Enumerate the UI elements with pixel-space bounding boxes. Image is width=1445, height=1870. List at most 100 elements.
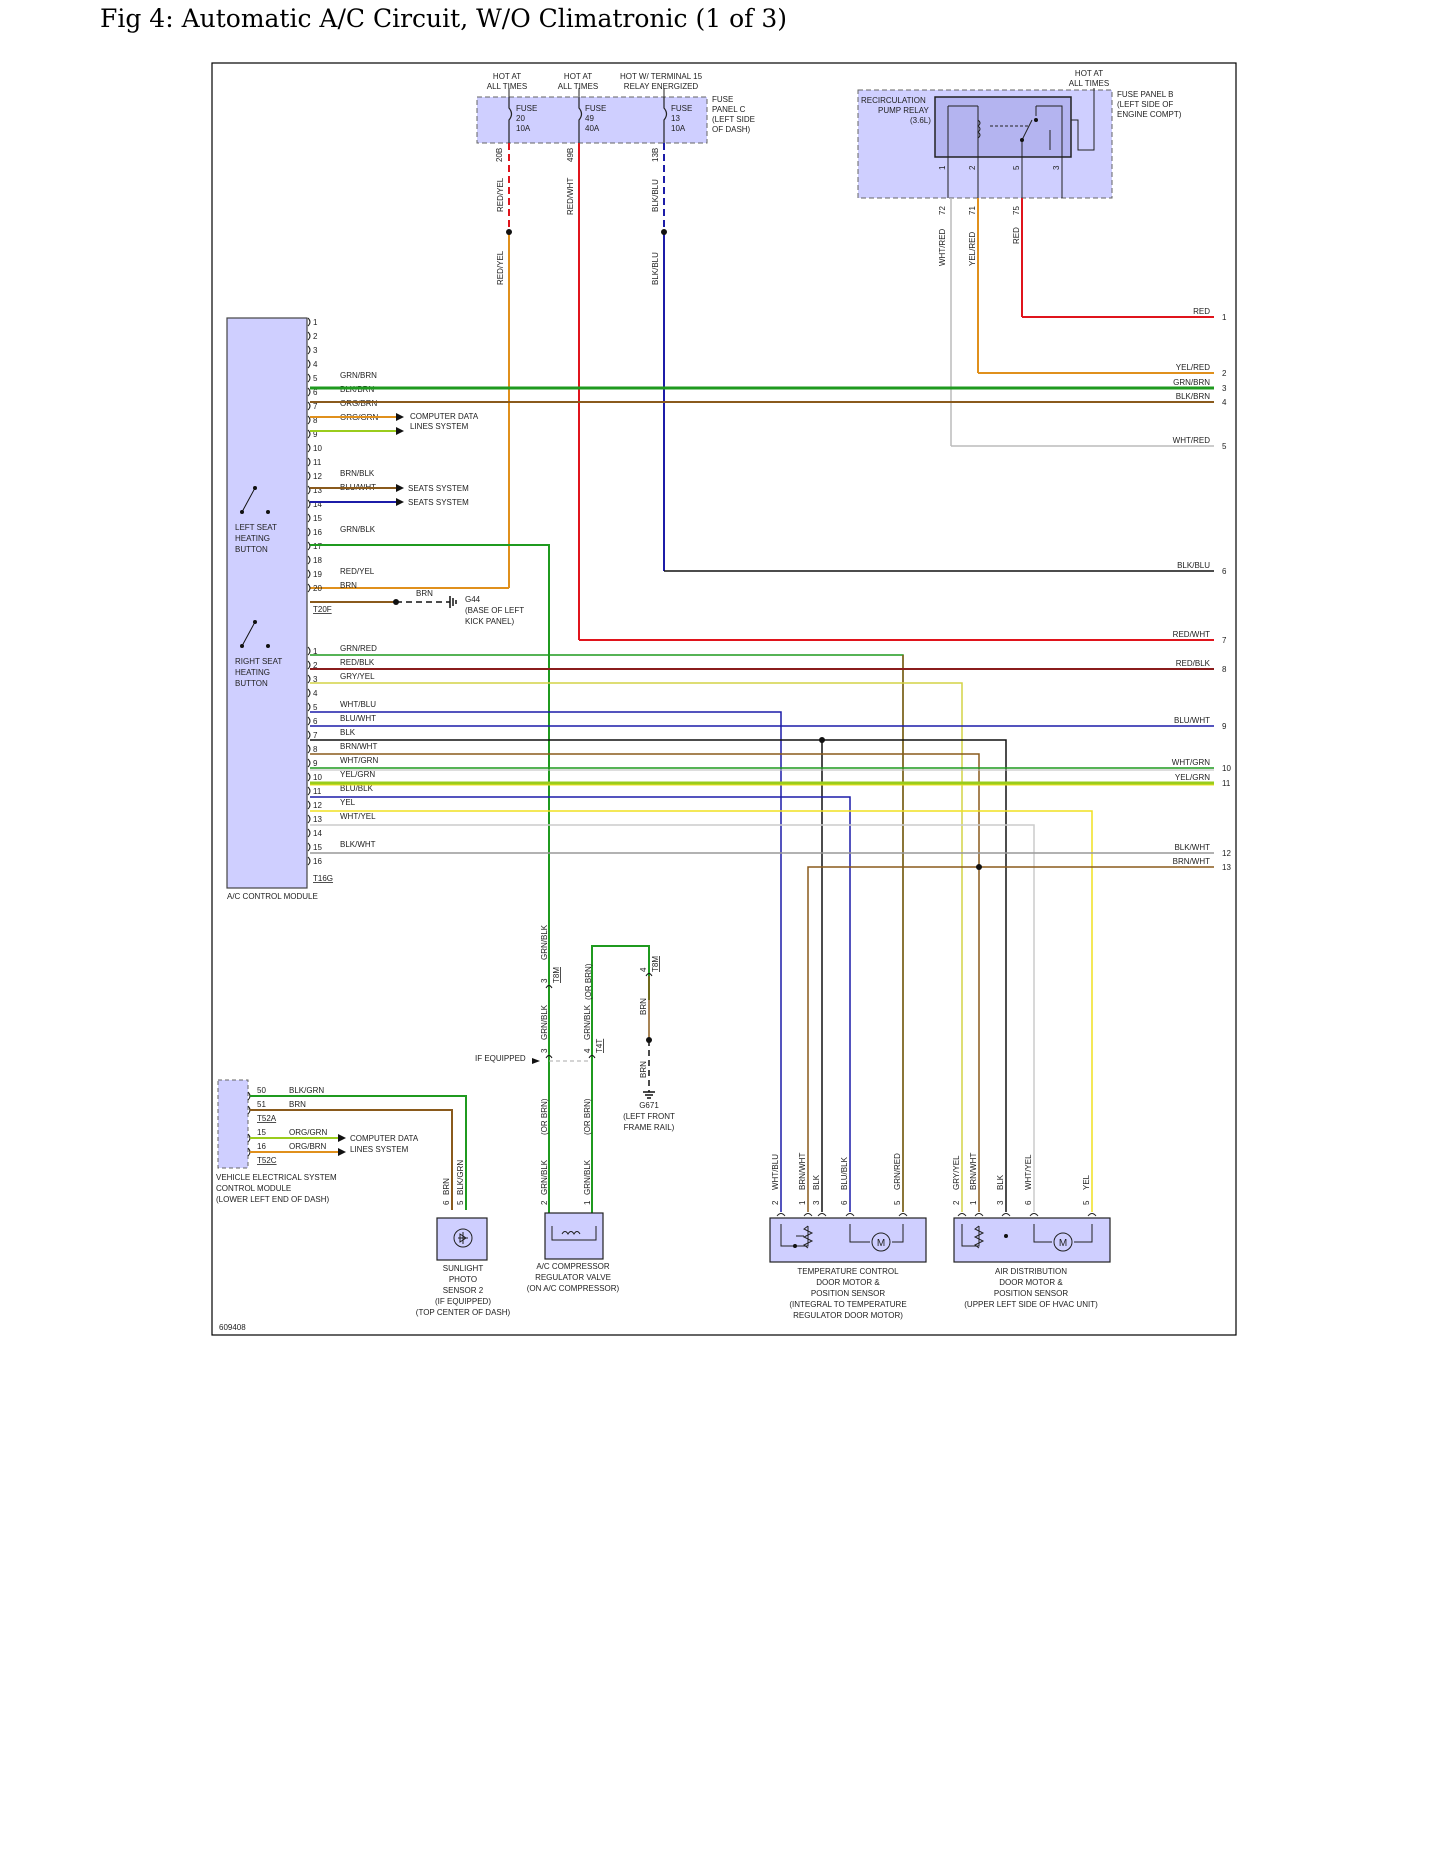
fuse-panel-c-label-3: (LEFT SIDE: [712, 115, 755, 124]
g671-label-2: (LEFT FRONT: [623, 1112, 675, 1121]
motor-pin-number: 5: [1082, 1200, 1091, 1205]
motor-pin-wire: WHT/BLU: [771, 1154, 780, 1190]
vescm-label-3: (LOWER LEFT END OF DASH): [216, 1195, 330, 1204]
splice-dot: [976, 864, 982, 870]
motor-pin-number: 2: [771, 1200, 780, 1205]
offpage-wire-label: RED/WHT: [1173, 630, 1210, 639]
diode-symbol-icon: [458, 1232, 468, 1244]
wire-label-redwht: RED/WHT: [566, 178, 575, 215]
splice-dot: [393, 599, 399, 605]
pin-mark: [307, 730, 311, 740]
wire-label-yelred: YEL/RED: [968, 232, 977, 266]
pin-number: 1: [313, 647, 318, 656]
sunlight-label-5: (TOP CENTER OF DASH): [416, 1308, 511, 1317]
relay-pin-label-1: 1: [938, 165, 947, 170]
switch-arm: [241, 621, 256, 647]
wire-label-blkblu-top: BLK/BLU: [651, 179, 660, 212]
fuse-13-l2: 13: [671, 114, 680, 123]
wire-whtblu: [310, 711, 782, 1212]
wire-brnwht-offpage: [807, 866, 1214, 1212]
temp-label-2: DOOR MOTOR &: [816, 1278, 880, 1287]
pin-number: 9: [313, 759, 318, 768]
wire-label-whtred: WHT/RED: [938, 228, 947, 266]
pin-wire-label: BRN/WHT: [340, 742, 377, 751]
pin-number: 8: [313, 745, 318, 754]
connector-mark: [645, 973, 653, 977]
pin-wire-label: YEL: [340, 798, 356, 807]
splice-dot: [646, 1037, 652, 1043]
page-title: Fig 4: Automatic A/C Circuit, W/O Climat…: [100, 4, 787, 33]
vescm-label-2: CONTROL MODULE: [216, 1184, 291, 1193]
fuse-panel-c-label-4: OF DASH): [712, 125, 751, 134]
splice-dot: [793, 1244, 797, 1248]
pin-number: 2: [313, 661, 318, 670]
offpage-number: 8: [1222, 665, 1227, 674]
offpage-connectors: 1RED2YEL/RED3GRN/BRN4BLK/BRN5WHT/RED6BLK…: [1172, 307, 1232, 872]
pin-mark: [307, 828, 311, 838]
pin-mark: [957, 1213, 967, 1217]
pin-number: 4: [313, 689, 318, 698]
pin-mark: [307, 485, 311, 495]
switch-contact: [266, 644, 270, 648]
motor-pin-number: 3: [812, 1200, 821, 1205]
fuse-49-l3: 40A: [585, 124, 600, 133]
left-seat-heating-button: LEFT SEAT HEATING BUTTON: [235, 486, 277, 554]
temperature-control-door-motor: [769, 1217, 927, 1263]
offpage-number: 5: [1222, 442, 1227, 451]
pin-number: 2: [313, 332, 318, 341]
g44-label-3: KICK PANEL): [465, 617, 515, 626]
offpage-number: 4: [1222, 398, 1227, 407]
valve-wire-1: GRN/BLK: [540, 1159, 549, 1195]
g671-wire-2: BRN: [639, 1061, 648, 1078]
pin-wire-label: GRN/RED: [340, 644, 377, 653]
g44-label-2: (BASE OF LEFT: [465, 606, 524, 615]
offpage-wire-label: WHT/GRN: [1172, 758, 1210, 767]
offpage-wire-label: BLU/WHT: [1174, 716, 1210, 725]
motor-symbol: M: [877, 1238, 885, 1249]
pin-number: 6: [313, 388, 318, 397]
vescm-conn-t52a: T52A: [257, 1114, 277, 1123]
t20f-pin-list: 12345GRN/BRN6BLK/BRN7ORG/BRN8ORG/GRN9101…: [307, 317, 378, 593]
motor-pin-wire: GRY/YEL: [952, 1155, 961, 1190]
pin-number: 16: [313, 528, 322, 537]
if-equipped: IF EQUIPPED: [475, 1054, 526, 1063]
pin-number: 12: [313, 472, 322, 481]
left-button-l1: LEFT SEAT: [235, 523, 277, 532]
pin-mark: [817, 1213, 827, 1217]
offpage-number: 11: [1222, 779, 1231, 788]
wire-blkgrn: [250, 1095, 467, 1210]
relay-coil: [977, 119, 981, 139]
offpage-wire-label: BRN/WHT: [1173, 857, 1210, 866]
pin-mark: [1029, 1213, 1039, 1217]
motor-symbol: M: [1059, 1238, 1067, 1249]
motor-pin-wire: BLU/BLK: [840, 1156, 849, 1190]
left-button-l2: HEATING: [235, 534, 270, 543]
pin-mark: [307, 842, 311, 852]
pin-mark: [974, 1213, 984, 1217]
air-label-3: POSITION SENSOR: [994, 1289, 1068, 1298]
pin-number: 6: [313, 717, 318, 726]
pin-number: 15: [313, 843, 322, 852]
offpage-number: 7: [1222, 636, 1227, 645]
vescm-pin-wire: BRN: [289, 1100, 306, 1109]
splice-dot: [1004, 1234, 1008, 1238]
arrow-icon: [338, 1134, 346, 1142]
offpage-number: 3: [1222, 384, 1227, 393]
fuse-49-l1: FUSE: [585, 104, 606, 113]
pin-mark: [307, 716, 311, 726]
pin-number: 18: [313, 556, 322, 565]
air-label-4: (UPPER LEFT SIDE OF HVAC UNIT): [964, 1300, 1098, 1309]
vescm-conn-t52c: T52C: [257, 1156, 277, 1165]
pin-mark: [307, 513, 311, 523]
air-label-1: AIR DISTRIBUTION: [995, 1267, 1067, 1276]
wire-label-redyel-top: RED/YEL: [496, 177, 505, 212]
pin-mark: [307, 702, 311, 712]
mid-pin-3b: 3: [540, 1048, 549, 1053]
ac-module-label: A/C CONTROL MODULE: [227, 892, 318, 901]
pin-13b: 13B: [651, 148, 660, 162]
pin-number: 10: [313, 444, 322, 453]
conn-75: 75: [1012, 206, 1021, 215]
pin-mark: [307, 457, 311, 467]
temp-label-4: (INTEGRAL TO TEMPERATURE: [789, 1300, 906, 1309]
